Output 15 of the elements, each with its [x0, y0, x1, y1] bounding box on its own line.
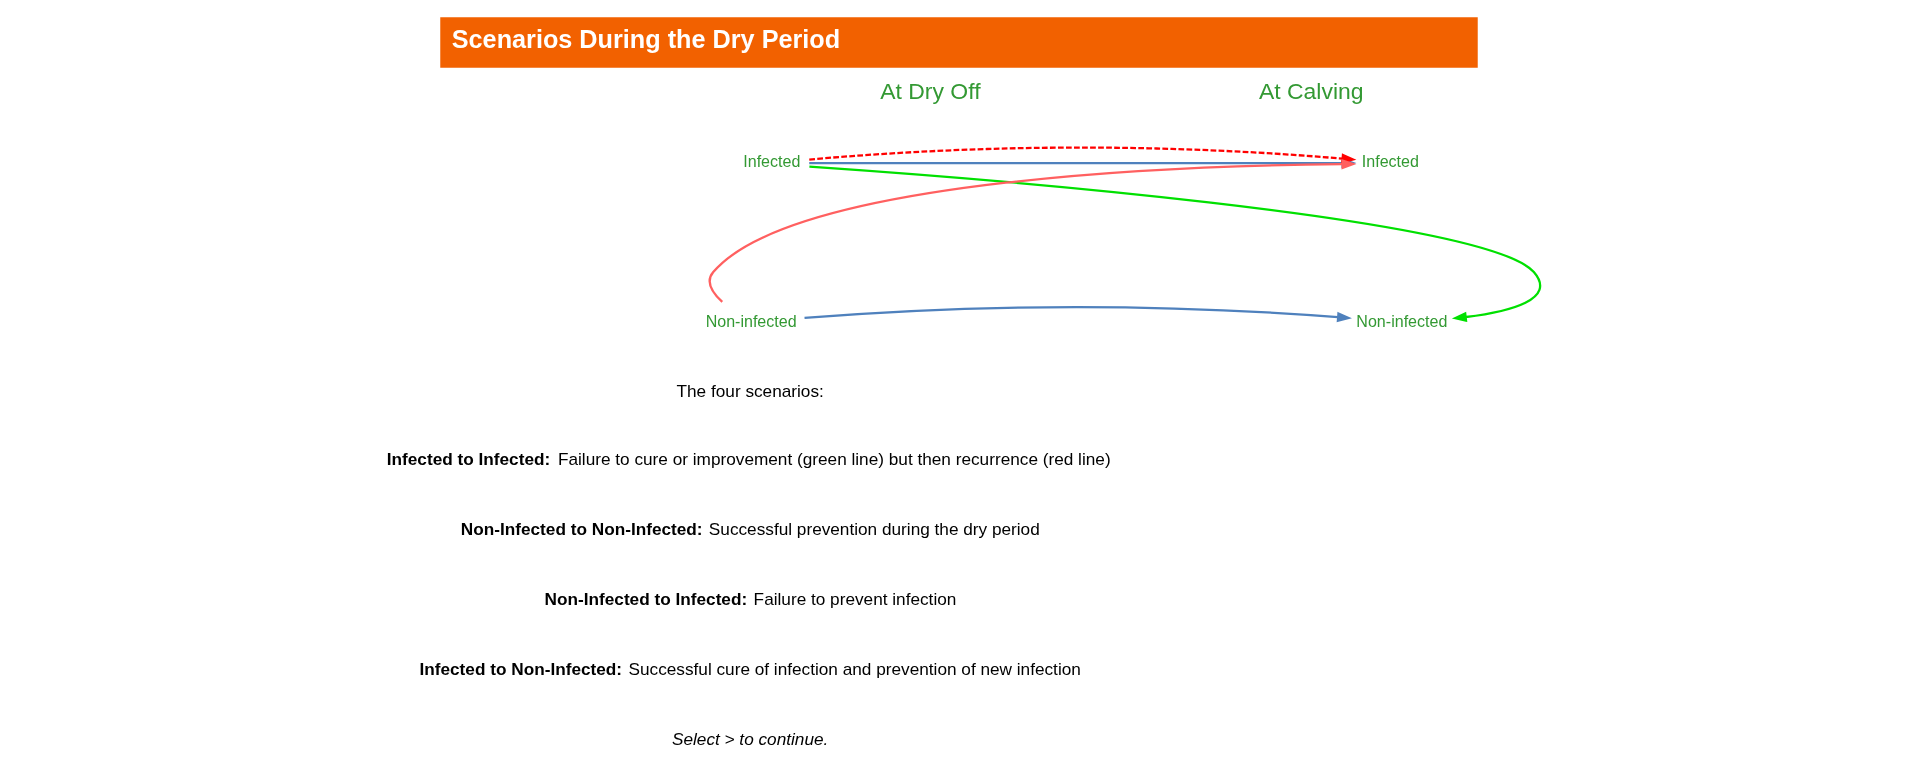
node-text: Non-infected [1356, 311, 1448, 330]
label: Non-Infected to Non-Infected: Successful prevention during the dry period [460, 519, 1040, 540]
label: The four scenarios: [676, 380, 824, 401]
label: Infected to Non-Infected: Successful cure of infection and prevention of new infection [419, 659, 1081, 680]
label: At Dry Off [880, 77, 981, 104]
label: Select > to continue. [671, 729, 829, 750]
label: Infected to Infected: Failure to cure or improvement (green line) but then recurrence (red line) [386, 449, 1111, 470]
label: At Calving [1258, 77, 1364, 104]
node-text: Infected [743, 152, 801, 171]
arrow [804, 305, 1352, 323]
arrow [809, 165, 1541, 323]
node-text: Non-infected [705, 311, 797, 330]
diagram-title: Scenarios During the Dry Period [451, 24, 841, 53]
node-text: Infected [1361, 152, 1419, 171]
label: Non-Infected to Infected: Failure to prevent infection [544, 589, 957, 610]
